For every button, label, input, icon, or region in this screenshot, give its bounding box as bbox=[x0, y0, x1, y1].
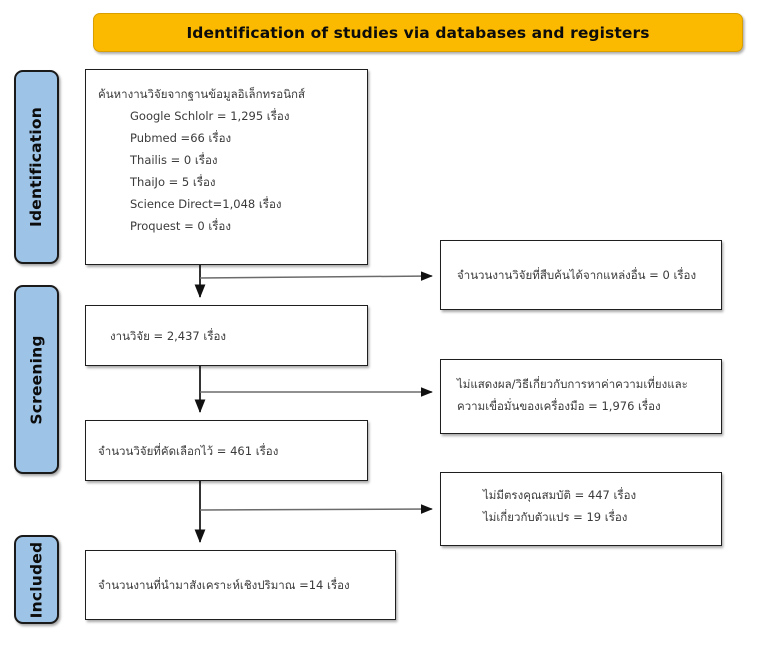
stage-label-included: Included bbox=[14, 535, 59, 624]
box-other-sources-content: จำนวนงานวิจัยที่สืบค้นได้จากแหล่งอื่น = … bbox=[441, 264, 721, 286]
box-screened-records: จำนวนวิจัยที่คัดเลือกไว้ = 461 เรื่อง bbox=[85, 420, 368, 481]
box-excluded-not-eligible: ไม่มีตรงคุณสมบัติ = 447 เรื่อง ไม่เกี่ยว… bbox=[440, 472, 722, 546]
included-studies-text: จำนวนงานที่นำมาสังเคราะห์เชิงปริมาณ =14 … bbox=[98, 578, 350, 592]
stage-label-screening: Screening bbox=[14, 285, 59, 474]
database-search-heading: ค้นหางานวิจัยจากฐานข้อมูลอิเล็กทรอนิกส์ bbox=[98, 87, 306, 101]
box-excluded-no-reliability: ไม่แสดงผล/วิธีเกี่ยวกับการหาค่าความเที่ย… bbox=[440, 359, 722, 434]
box-included-studies: จำนวนงานที่นำมาสังเคราะห์เชิงปริมาณ =14 … bbox=[85, 550, 396, 620]
box-screened-records-content: จำนวนวิจัยที่คัดเลือกไว้ = 461 เรื่อง bbox=[86, 440, 367, 462]
database-source-google-scholar: Google Schlolr = 1,295 เรื่อง bbox=[130, 109, 290, 123]
stage-label-identification-text: Identification bbox=[27, 106, 46, 228]
box-excluded-no-reliability-content: ไม่แสดงผล/วิธีเกี่ยวกับการหาค่าความเที่ย… bbox=[441, 373, 721, 417]
arrow-screened-to-not-eligible bbox=[199, 504, 433, 514]
excluded-not-eligible-line1: ไม่มีตรงคุณสมบัติ = 447 เรื่อง bbox=[483, 488, 637, 502]
box-total-records-content: งานวิจัย = 2,437 เรื่อง bbox=[86, 325, 367, 347]
database-source-pubmed: Pubmed =66 เรื่อง bbox=[130, 131, 232, 145]
excluded-not-eligible-line2: ไม่เกี่ยวกับตัวแปร = 19 เรื่อง bbox=[483, 510, 628, 524]
database-source-proquest: Proquest = 0 เรื่อง bbox=[130, 219, 231, 233]
stage-label-screening-text: Screening bbox=[27, 334, 46, 425]
other-sources-text: จำนวนงานวิจัยที่สืบค้นได้จากแหล่งอื่น = … bbox=[457, 268, 697, 282]
box-other-sources: จำนวนงานวิจัยที่สืบค้นได้จากแหล่งอื่น = … bbox=[440, 240, 722, 310]
box-database-search-content: ค้นหางานวิจัยจากฐานข้อมูลอิเล็กทรอนิกส์ … bbox=[86, 83, 367, 237]
screened-records-text: จำนวนวิจัยที่คัดเลือกไว้ = 461 เรื่อง bbox=[98, 444, 279, 458]
box-total-records: งานวิจัย = 2,437 เรื่อง bbox=[85, 305, 368, 366]
excluded-no-reliability-line1: ไม่แสดงผล/วิธีเกี่ยวกับการหาค่าความเที่ย… bbox=[457, 377, 688, 391]
excluded-no-reliability-line2: ความเขื่อมั่นของเครื่องมือ = 1,976 เรื่อ… bbox=[457, 399, 661, 413]
header-title: Identification of studies via databases … bbox=[186, 23, 650, 42]
box-excluded-not-eligible-content: ไม่มีตรงคุณสมบัติ = 447 เรื่อง ไม่เกี่ยว… bbox=[441, 484, 721, 528]
total-records-text: งานวิจัย = 2,437 เรื่อง bbox=[110, 329, 227, 343]
database-source-thaijo: ThaiJo = 5 เรื่อง bbox=[130, 175, 216, 189]
box-included-studies-content: จำนวนงานที่นำมาสังเคราะห์เชิงปริมาณ =14 … bbox=[86, 574, 395, 596]
header-banner: Identification of studies via databases … bbox=[93, 13, 743, 52]
box-database-search: ค้นหางานวิจัยจากฐานข้อมูลอิเล็กทรอนิกส์ … bbox=[85, 69, 368, 265]
database-source-thailis: Thailis = 0 เรื่อง bbox=[130, 153, 218, 167]
stage-label-included-text: Included bbox=[27, 541, 46, 618]
arrow-databases-to-other-sources bbox=[199, 271, 433, 281]
stage-label-identification: Identification bbox=[14, 70, 59, 264]
database-source-science-direct: Science Direct=1,048 เรื่อง bbox=[130, 197, 282, 211]
